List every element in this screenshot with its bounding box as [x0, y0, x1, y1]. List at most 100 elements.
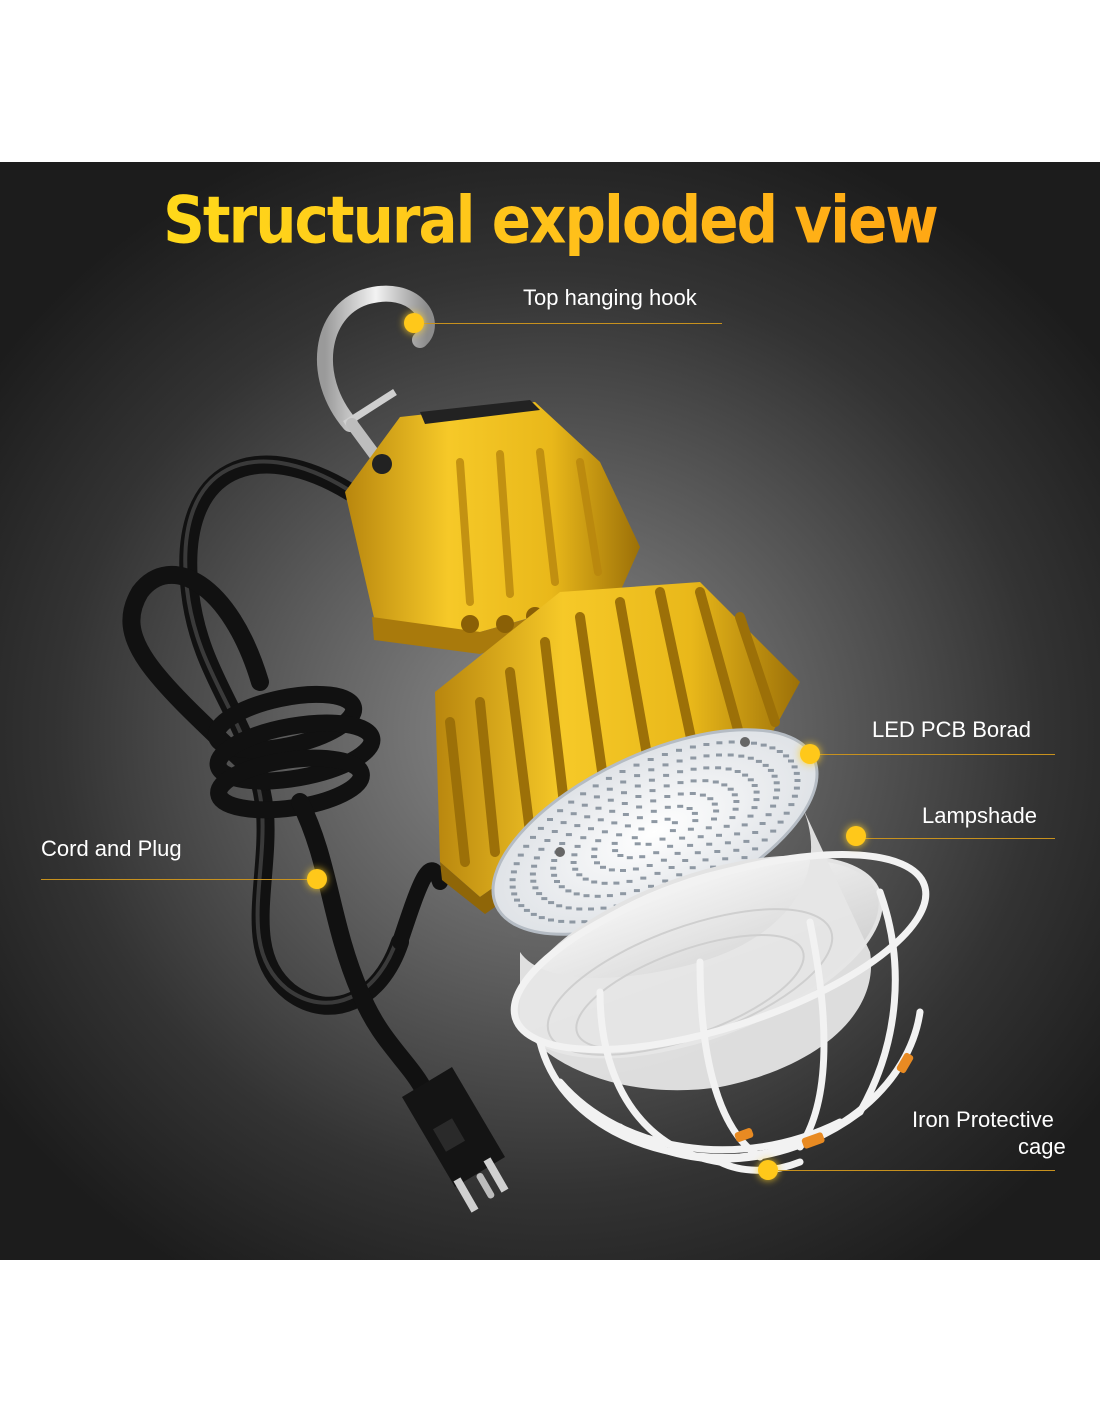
led-chip: [538, 916, 545, 920]
led-chip: [738, 754, 745, 758]
led-chip: [523, 908, 530, 912]
product-diagram: Structural exploded view Top hanging hoo…: [0, 162, 1100, 1260]
led-chip: [588, 907, 594, 911]
callout-dot-pcb: [800, 744, 820, 764]
led-chip: [689, 792, 696, 795]
callout-label-cord: Cord and Plug: [41, 836, 182, 861]
callout-dot-cage: [758, 1160, 778, 1180]
led-chip: [729, 816, 736, 820]
led-chip: [751, 741, 757, 745]
led-chip: [788, 759, 794, 763]
led-chip: [690, 779, 697, 783]
led-chip: [548, 901, 555, 905]
led-chip: [612, 849, 619, 853]
led-chip: [536, 892, 543, 896]
led-chip: [689, 866, 696, 870]
led-chip: [648, 884, 654, 888]
led-chip: [783, 811, 790, 815]
led-chip: [530, 879, 537, 883]
led-chip: [633, 889, 640, 893]
led-chip: [646, 864, 653, 867]
led-chip: [783, 754, 790, 758]
led-chip: [523, 844, 530, 848]
callout-rule-hook: [420, 323, 722, 324]
led-chip: [712, 780, 719, 784]
led-chip: [747, 814, 754, 818]
led-chip: [686, 807, 693, 810]
led-chip: [707, 797, 714, 801]
led-chip: [529, 872, 536, 876]
led-chip: [662, 879, 669, 883]
led-chip: [663, 784, 670, 788]
led-chip: [565, 889, 572, 893]
led-chip: [692, 819, 699, 823]
led-chip: [677, 804, 684, 808]
led-chip: [647, 758, 654, 761]
led-chip: [592, 784, 599, 788]
led-chip: [733, 800, 740, 803]
led-chip: [640, 876, 647, 880]
led-chip: [772, 796, 779, 800]
led-chip: [558, 885, 565, 889]
diagram-title: Structural exploded view: [0, 182, 1100, 258]
led-chip: [557, 809, 564, 813]
led-chip: [682, 859, 689, 862]
led-chip: [517, 853, 524, 857]
led-chip: [511, 892, 518, 896]
led-chip: [705, 826, 712, 830]
led-pcb-board: [491, 728, 819, 937]
led-chip: [600, 906, 607, 910]
led-chip: [687, 843, 694, 847]
led-chip: [697, 835, 704, 839]
led-chip: [711, 817, 717, 821]
led-chip: [584, 815, 591, 819]
led-chip: [668, 866, 675, 869]
led-chip: [760, 743, 767, 747]
led-chip: [594, 861, 600, 865]
led-chip: [631, 836, 638, 840]
led-chip: [620, 780, 627, 784]
led-chip: [694, 851, 701, 855]
led-chip: [765, 813, 772, 817]
led-chip: [607, 798, 614, 802]
led-chip: [722, 857, 729, 861]
callout-rule-lampshade: [862, 838, 1055, 839]
led-chip: [509, 878, 516, 882]
led-chip: [574, 844, 581, 848]
cage-clips: [734, 1052, 914, 1149]
led-chip: [576, 873, 583, 877]
led-chip: [769, 746, 776, 750]
led-chip: [703, 743, 710, 746]
callout-rule-cage: [778, 1170, 1055, 1171]
led-chip: [676, 759, 683, 763]
led-chip: [582, 877, 589, 881]
led-chip: [518, 904, 525, 908]
led-chip: [532, 886, 539, 890]
led-chip: [570, 861, 577, 864]
led-chip: [716, 753, 722, 757]
led-chip: [574, 824, 581, 828]
led-chip: [648, 778, 655, 782]
led-chip: [761, 838, 768, 842]
led-chip: [619, 770, 626, 773]
led-chip: [650, 799, 657, 803]
led-chip: [732, 807, 739, 811]
led-chip: [531, 864, 538, 868]
led-chip: [703, 754, 710, 758]
led-chip: [676, 873, 683, 877]
led-chip: [544, 839, 551, 842]
led-chip: [609, 809, 616, 813]
led-chip: [663, 773, 670, 777]
led-chip: [687, 827, 694, 831]
protective-cage: [510, 851, 930, 1174]
callout-label-cage-line1: Iron Protective: [912, 1107, 1054, 1132]
led-chip: [636, 805, 643, 809]
led-chip: [679, 836, 686, 840]
led-chip: [565, 906, 572, 910]
led-chip: [624, 824, 631, 828]
led-chip: [621, 802, 628, 805]
callout-label-pcb: LED PCB Borad: [872, 717, 1031, 742]
led-chip: [791, 794, 798, 798]
callout-dot-hook: [404, 313, 424, 333]
led-chip: [674, 851, 681, 855]
